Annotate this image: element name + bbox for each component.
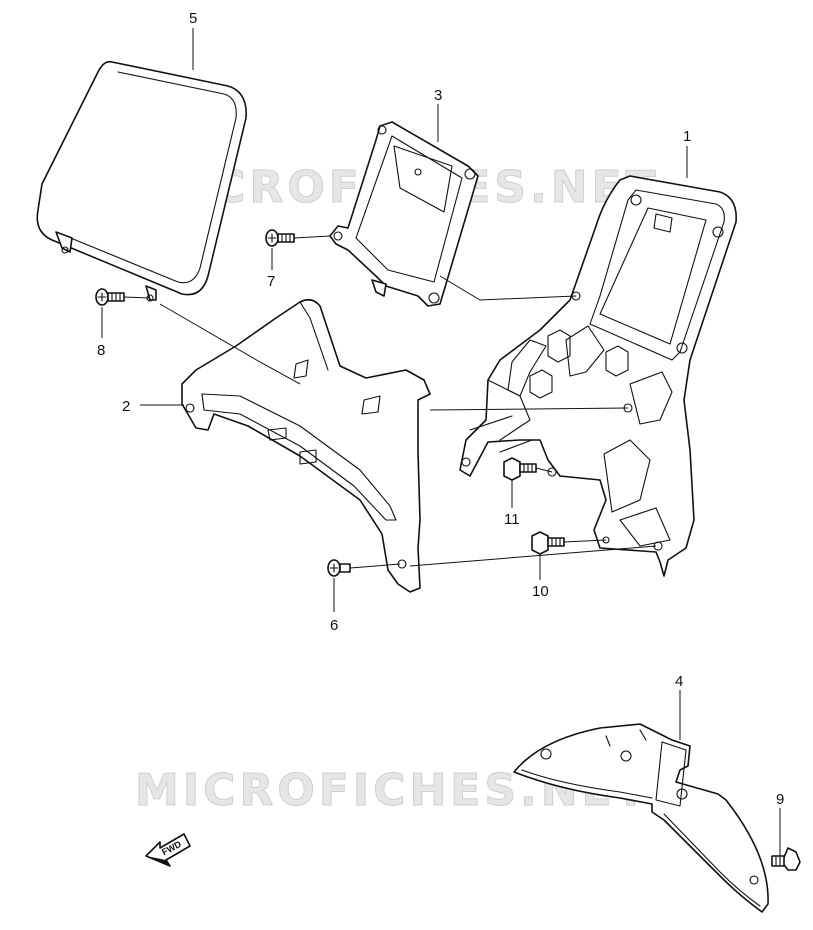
screw-7: [265, 229, 295, 247]
screw-6: [327, 559, 351, 577]
part-4-fender: [513, 723, 769, 913]
bolt-9: [771, 847, 801, 871]
callout-8: 8: [97, 342, 105, 359]
callout-6: 6: [330, 617, 338, 634]
part-1-main-frame: [459, 175, 737, 577]
callout-7: 7: [267, 273, 275, 290]
callout-10: 10: [532, 583, 549, 600]
part-3-bracket: [329, 121, 479, 307]
assembly-lines: [123, 235, 657, 569]
fwd-arrow-icon: FWD: [145, 833, 191, 867]
callout-2: 2: [122, 398, 130, 415]
callout-1: 1: [683, 128, 691, 145]
callout-leaders: [101, 28, 781, 856]
callout-11: 11: [504, 511, 520, 528]
bolt-10: [531, 531, 565, 555]
callout-4: 4: [675, 673, 683, 690]
callout-9: 9: [776, 791, 784, 808]
screw-8: [95, 288, 125, 306]
callout-3: 3: [434, 87, 442, 104]
part-5-seat-pad: [36, 60, 247, 302]
callout-5: 5: [189, 10, 197, 27]
bolt-11: [503, 457, 537, 481]
part-2-cover: [181, 298, 431, 593]
